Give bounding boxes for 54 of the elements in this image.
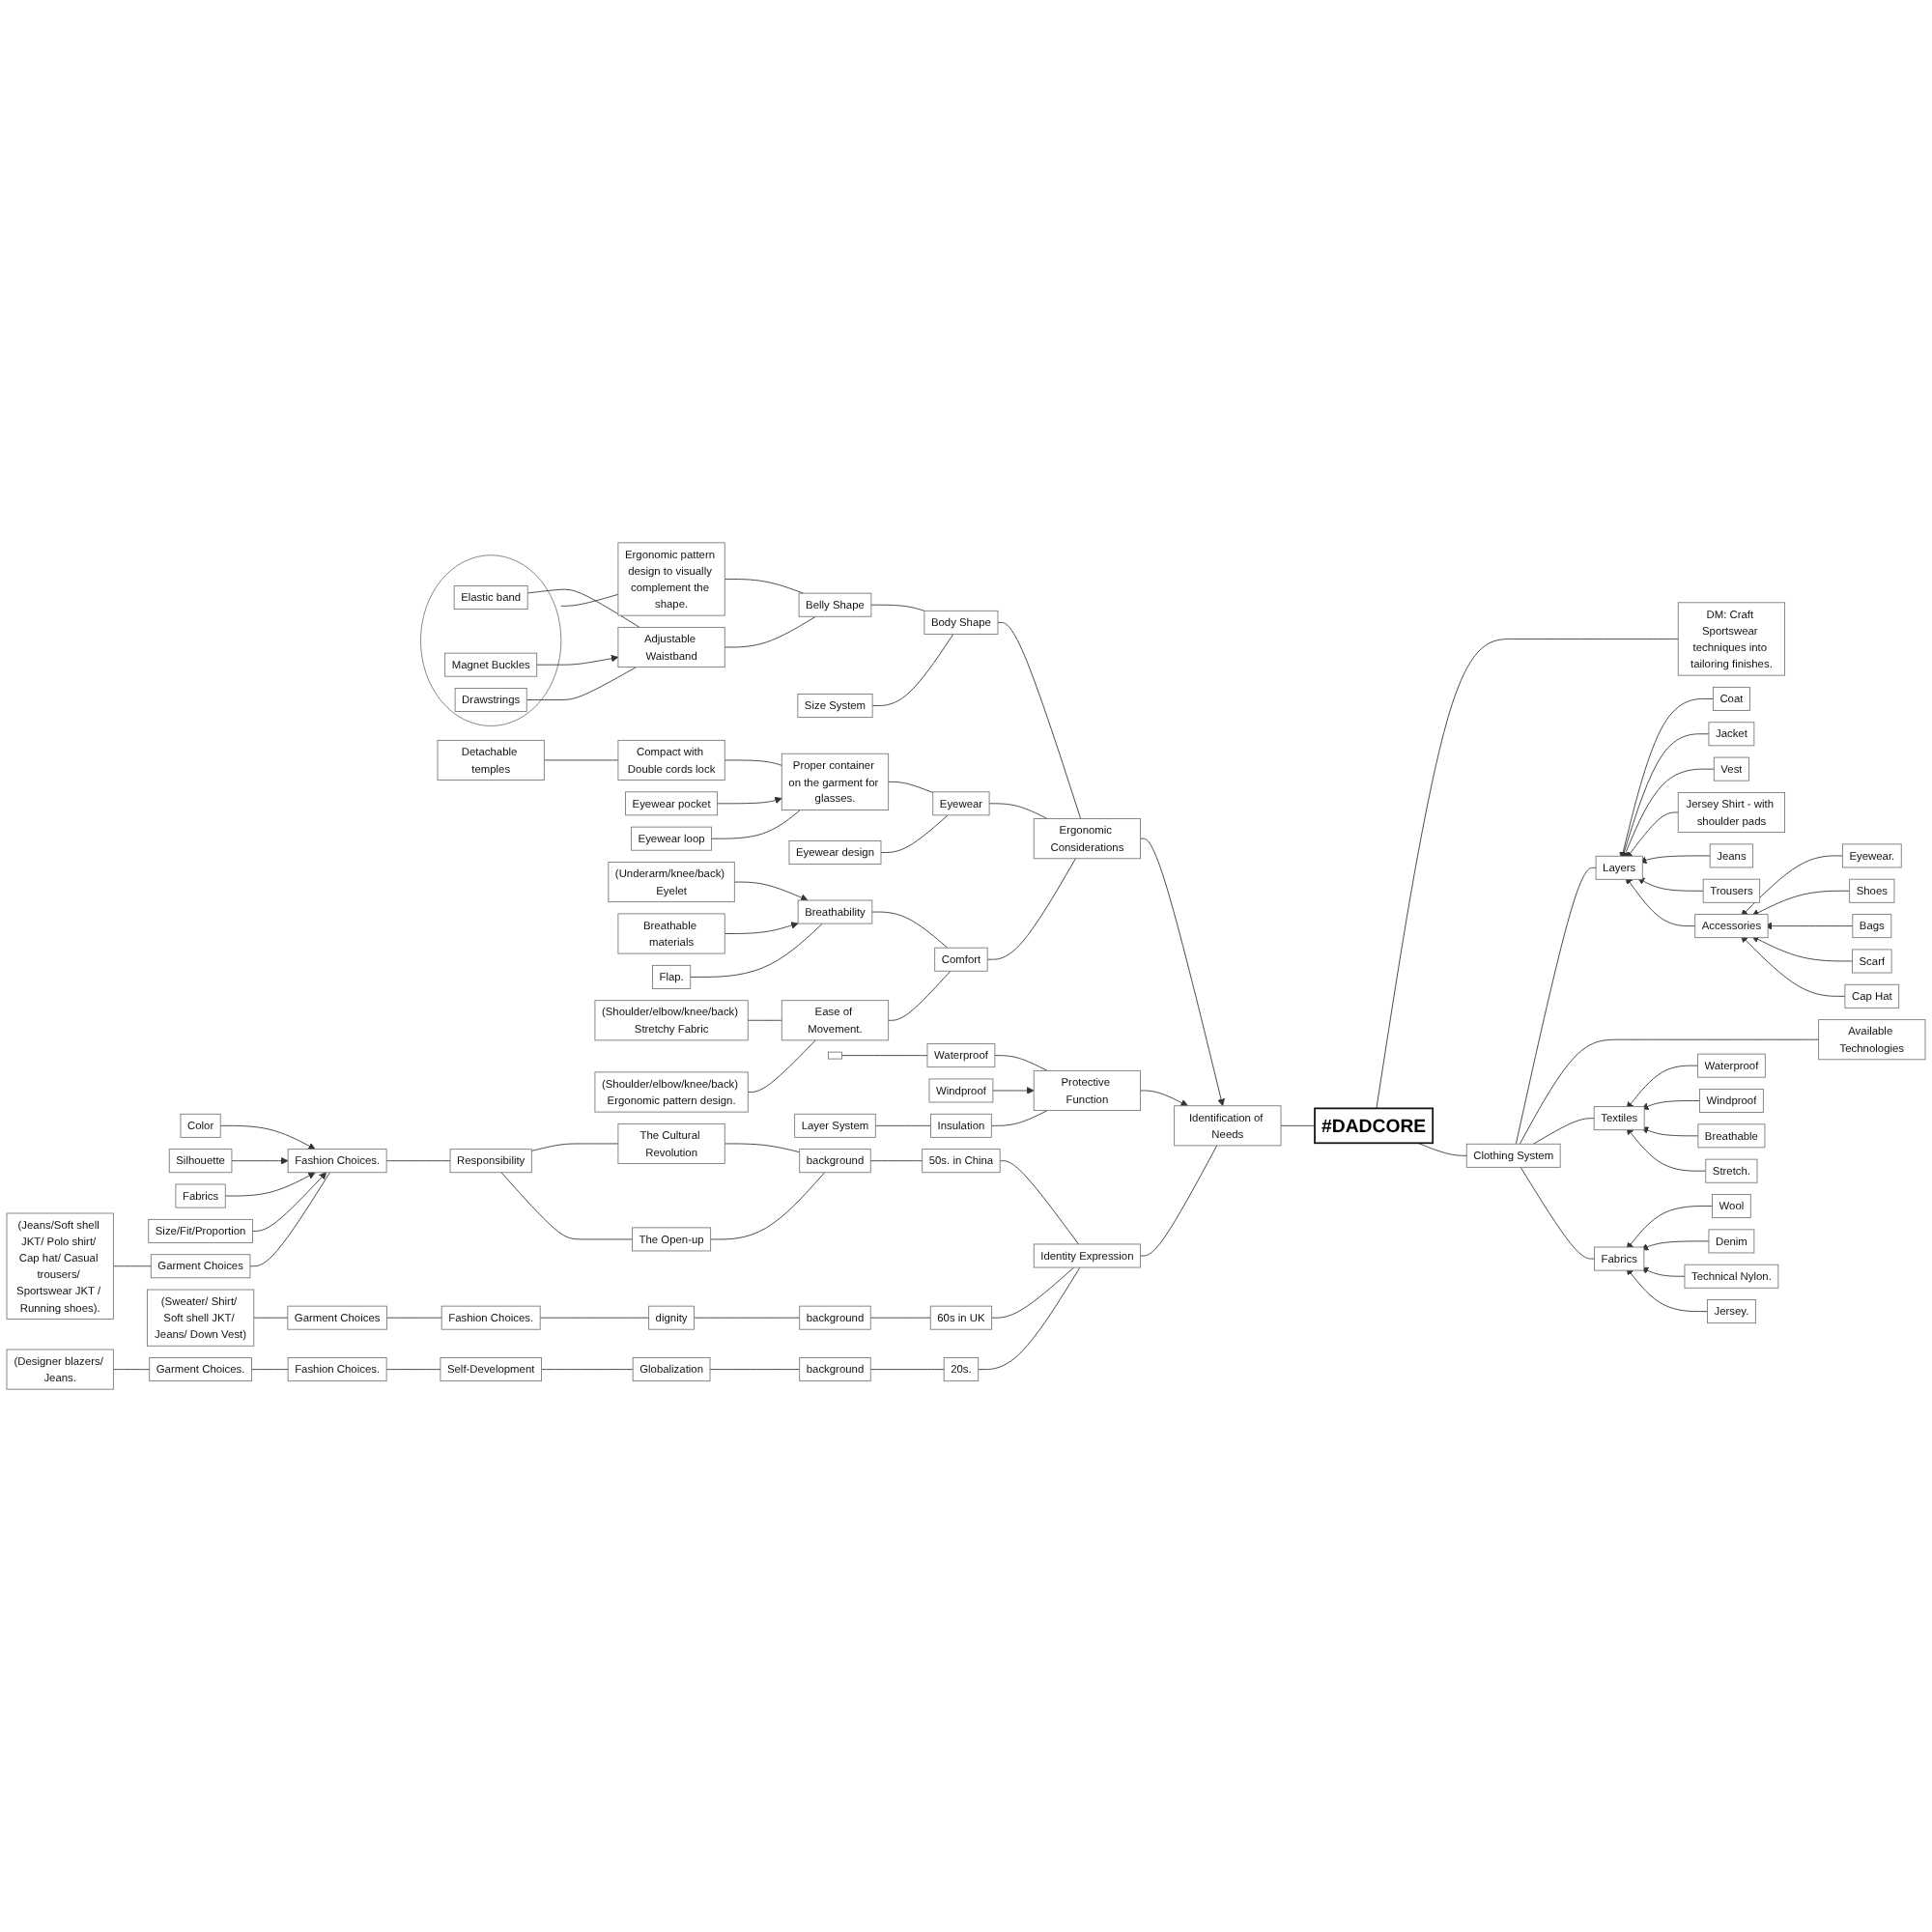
connector — [869, 1369, 945, 1371]
connector — [880, 814, 949, 853]
connector — [385, 1160, 451, 1162]
connector — [997, 621, 1082, 820]
connector — [543, 759, 619, 761]
connector — [1532, 1118, 1595, 1145]
connector — [869, 1160, 923, 1162]
connector — [747, 1039, 816, 1093]
connector — [841, 1055, 928, 1057]
connector — [1520, 1166, 1595, 1260]
connector — [1515, 867, 1597, 1145]
connector — [869, 1317, 931, 1319]
connector — [251, 1369, 289, 1371]
connector — [724, 1143, 801, 1153]
connector — [709, 1369, 801, 1371]
connector — [711, 810, 801, 839]
connector — [724, 579, 805, 594]
connector — [1519, 1038, 1820, 1145]
connector — [1140, 1145, 1218, 1257]
connector — [541, 1369, 634, 1371]
connector — [526, 588, 640, 628]
connector — [990, 1110, 1048, 1126]
connector — [1280, 1124, 1316, 1126]
connector — [1417, 1142, 1467, 1156]
connector — [871, 633, 954, 706]
connector — [385, 1369, 441, 1371]
connector — [253, 1317, 289, 1319]
cluster — [420, 554, 562, 726]
connector — [871, 911, 949, 949]
node-box — [828, 1051, 842, 1060]
connector — [999, 1160, 1079, 1245]
connector — [500, 1172, 633, 1240]
connector — [710, 1172, 826, 1240]
connector — [724, 759, 782, 766]
connector — [386, 1317, 442, 1319]
connector — [112, 1369, 151, 1371]
connector — [986, 858, 1076, 960]
connector — [991, 1266, 1075, 1319]
connector — [874, 1124, 931, 1126]
connector — [747, 1019, 782, 1021]
connector — [988, 803, 1048, 820]
connector — [112, 1265, 152, 1267]
connector — [530, 1143, 619, 1151]
connector — [724, 615, 816, 648]
connector — [994, 1055, 1048, 1071]
connector — [560, 593, 619, 607]
connector — [539, 1317, 650, 1319]
connector — [888, 970, 952, 1021]
connector — [526, 667, 638, 700]
connector — [870, 604, 925, 611]
connector — [694, 1317, 801, 1319]
connector — [888, 781, 934, 793]
connector — [978, 1266, 1081, 1371]
node-box: #DADCORE — [1314, 1107, 1435, 1145]
